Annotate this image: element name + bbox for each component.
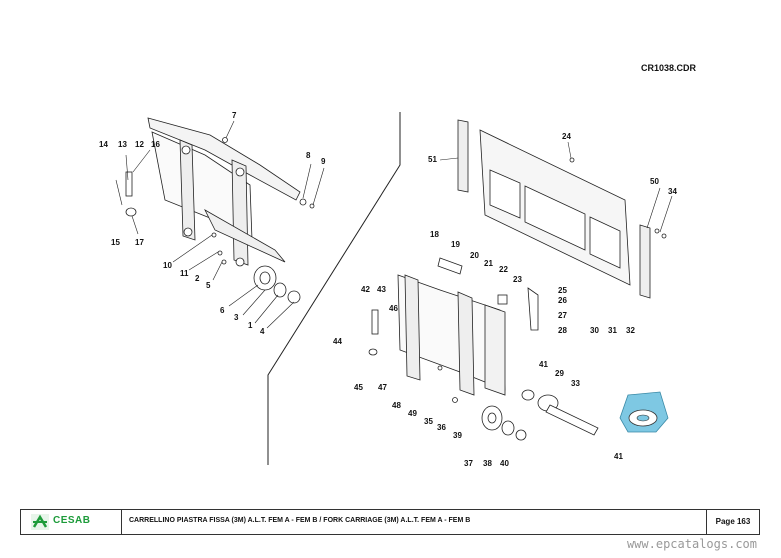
left-carriage-assembly	[125, 117, 315, 304]
callout-37: 37	[464, 459, 473, 468]
callout-24: 24	[562, 132, 571, 141]
callout-27: 27	[558, 311, 567, 320]
callout-42: 42	[361, 285, 370, 294]
callout-5: 5	[206, 281, 211, 290]
callout-2: 2	[195, 274, 200, 283]
callout-18: 18	[430, 230, 439, 239]
fork-plate-assembly	[457, 119, 667, 299]
callout-20: 20	[470, 251, 479, 260]
callout-21: 21	[484, 259, 493, 268]
callout-48: 48	[392, 401, 401, 410]
callout-13: 13	[118, 140, 127, 149]
callout-8: 8	[306, 151, 311, 160]
callout-26: 26	[558, 296, 567, 305]
callout-6: 6	[220, 306, 225, 315]
logo-text: CESAB	[53, 515, 91, 526]
callout-23: 23	[513, 275, 522, 284]
callout-46: 46	[389, 304, 398, 313]
callout-9: 9	[321, 157, 326, 166]
callout-47: 47	[378, 383, 387, 392]
callout-41b: 41	[614, 452, 623, 461]
cesab-logo-icon	[31, 514, 49, 530]
callout-41a: 41	[539, 360, 548, 369]
callout-labels: 1 2 3 4 5 6 7 8 9 10 11 12 13 14 15 16 1…	[99, 111, 677, 468]
callout-50: 50	[650, 177, 659, 186]
callout-32: 32	[626, 326, 635, 335]
page-number: Page 163	[706, 510, 759, 534]
callout-49: 49	[408, 409, 417, 418]
callout-4: 4	[260, 327, 265, 336]
callout-43: 43	[377, 285, 386, 294]
callout-35: 35	[424, 417, 433, 426]
section-divider	[267, 112, 401, 465]
title-block: CESAB CARRELLINO PIASTRA FISSA (3M) A.L.…	[20, 509, 760, 535]
callout-16: 16	[151, 140, 160, 149]
callout-31: 31	[608, 326, 617, 335]
callout-36: 36	[437, 423, 446, 432]
fork-carriage-assembly	[368, 257, 599, 441]
callout-44: 44	[333, 337, 342, 346]
callout-45: 45	[354, 383, 363, 392]
seal-kit-bag-icon	[619, 391, 669, 433]
callout-19: 19	[451, 240, 460, 249]
document-title: CARRELLINO PIASTRA FISSA (3M) A.L.T. FEM…	[129, 517, 471, 524]
callout-22: 22	[499, 265, 508, 274]
callout-25: 25	[558, 286, 567, 295]
callout-3: 3	[234, 313, 239, 322]
callout-11: 11	[180, 269, 189, 278]
callout-39: 39	[453, 431, 462, 440]
leader-lines	[115, 120, 673, 329]
callout-34: 34	[668, 187, 677, 196]
callout-33: 33	[571, 379, 580, 388]
callout-7: 7	[232, 111, 237, 120]
callout-17: 17	[135, 238, 144, 247]
callout-28: 28	[558, 326, 567, 335]
callout-10: 10	[163, 261, 172, 270]
callout-12: 12	[135, 140, 144, 149]
drawing-code: CR1038.CDR	[641, 63, 697, 73]
callout-1: 1	[248, 321, 253, 330]
cesab-logo: CESAB	[21, 510, 122, 534]
callout-38: 38	[483, 459, 492, 468]
callout-40: 40	[500, 459, 509, 468]
exploded-parts-drawing: 1 2 3 4 5 6 7 8 9 10 11 12 13 14 15 16 1…	[99, 111, 677, 468]
callout-29: 29	[555, 369, 564, 378]
callout-15: 15	[111, 238, 120, 247]
callout-14: 14	[99, 140, 108, 149]
callout-30: 30	[590, 326, 599, 335]
callout-51: 51	[428, 155, 437, 164]
watermark: www.epcatalogs.com	[626, 537, 757, 551]
